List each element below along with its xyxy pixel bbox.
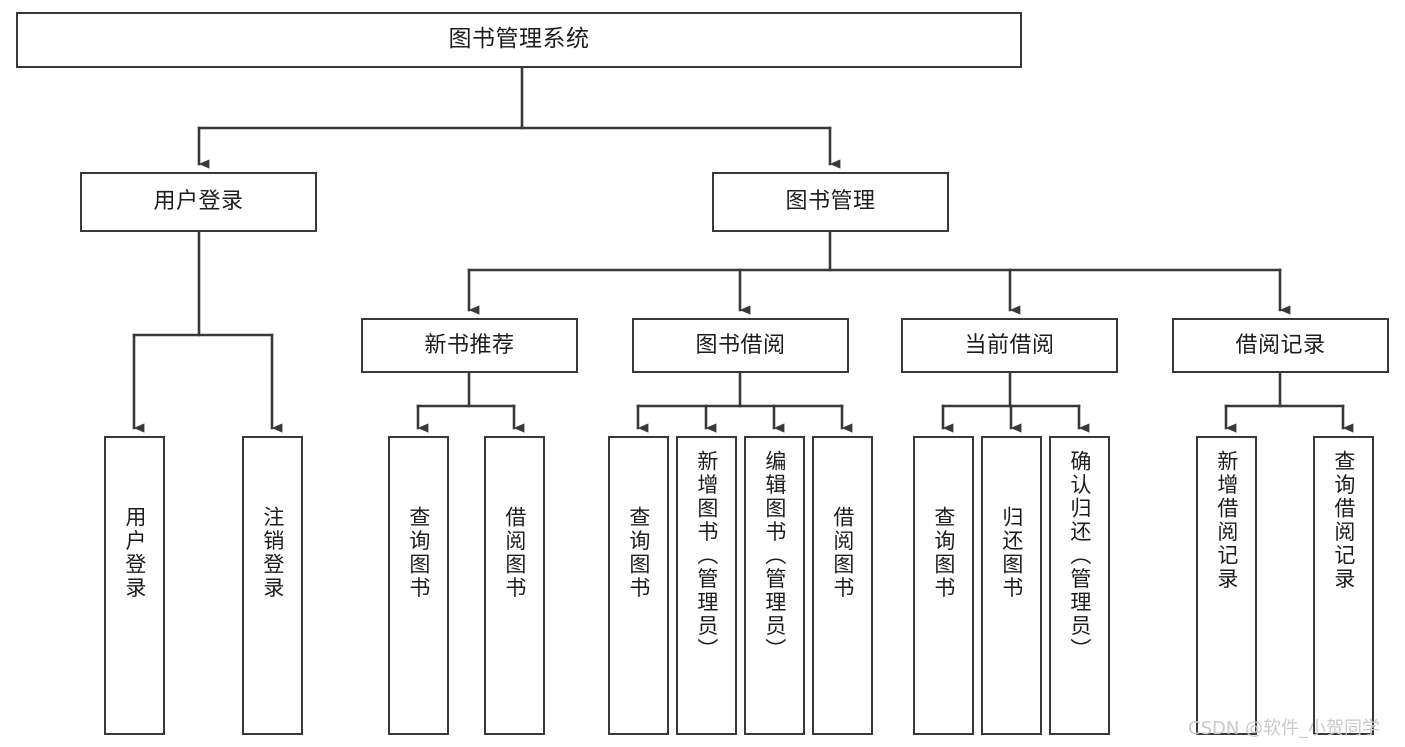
- node-borrow-record[interactable]: 借阅记录: [1172, 318, 1389, 373]
- watermark-credit: CSDN @软件_小贺同学: [1188, 718, 1381, 739]
- node-label: 查询图书: [626, 506, 651, 600]
- node-root-system[interactable]: 图书管理系统: [16, 12, 1022, 68]
- node-label: 新增图书（管理员）: [694, 450, 719, 662]
- node-current-borrow[interactable]: 当前借阅: [901, 318, 1118, 373]
- leaf-borrow-record-query-record[interactable]: 查询借阅记录: [1313, 436, 1374, 735]
- leaf-user-login-logout[interactable]: 注销登录: [242, 436, 303, 735]
- leaf-book-borrow-add-book-admin[interactable]: 新增图书（管理员）: [676, 436, 737, 735]
- node-label: 图书管理: [785, 189, 876, 215]
- leaf-new-book-query-book[interactable]: 查询图书: [388, 436, 449, 735]
- node-label: 借阅记录: [1235, 332, 1326, 358]
- leaf-book-borrow-edit-book-admin[interactable]: 编辑图书（管理员）: [744, 436, 805, 735]
- node-label: 查询图书: [931, 506, 956, 600]
- node-user-login[interactable]: 用户登录: [80, 172, 317, 232]
- node-book-borrow[interactable]: 图书借阅: [632, 318, 849, 373]
- node-label: 用户登录: [153, 189, 244, 215]
- node-book-management[interactable]: 图书管理: [712, 172, 949, 232]
- leaf-current-borrow-query-book[interactable]: 查询图书: [913, 436, 974, 735]
- node-label: 新书推荐: [424, 332, 515, 358]
- node-new-book-recommend[interactable]: 新书推荐: [361, 318, 578, 373]
- node-label: 查询借阅记录: [1331, 450, 1356, 591]
- node-label: 当前借阅: [964, 332, 1055, 358]
- node-label: 新增借阅记录: [1214, 450, 1239, 591]
- node-label: 查询图书: [406, 506, 431, 600]
- node-label: 借阅图书: [502, 506, 527, 600]
- node-label: 图书管理系统: [448, 26, 590, 53]
- node-label: 图书借阅: [695, 332, 786, 358]
- leaf-new-book-borrow-book[interactable]: 借阅图书: [484, 436, 545, 735]
- node-label: 用户登录: [122, 506, 147, 600]
- node-label: 注销登录: [260, 506, 285, 600]
- node-label: 确认归还（管理员）: [1067, 450, 1092, 662]
- leaf-book-borrow-borrow-book[interactable]: 借阅图书: [812, 436, 873, 735]
- leaf-borrow-record-add-record[interactable]: 新增借阅记录: [1196, 436, 1257, 735]
- leaf-book-borrow-query-book[interactable]: 查询图书: [608, 436, 669, 735]
- leaf-current-borrow-confirm-return-admin[interactable]: 确认归还（管理员）: [1049, 436, 1110, 735]
- leaf-current-borrow-return-book[interactable]: 归还图书: [981, 436, 1042, 735]
- node-label: 编辑图书（管理员）: [762, 450, 787, 662]
- leaf-user-login-login[interactable]: 用户登录: [104, 436, 165, 735]
- node-label: 借阅图书: [830, 506, 855, 600]
- node-label: 归还图书: [999, 506, 1024, 600]
